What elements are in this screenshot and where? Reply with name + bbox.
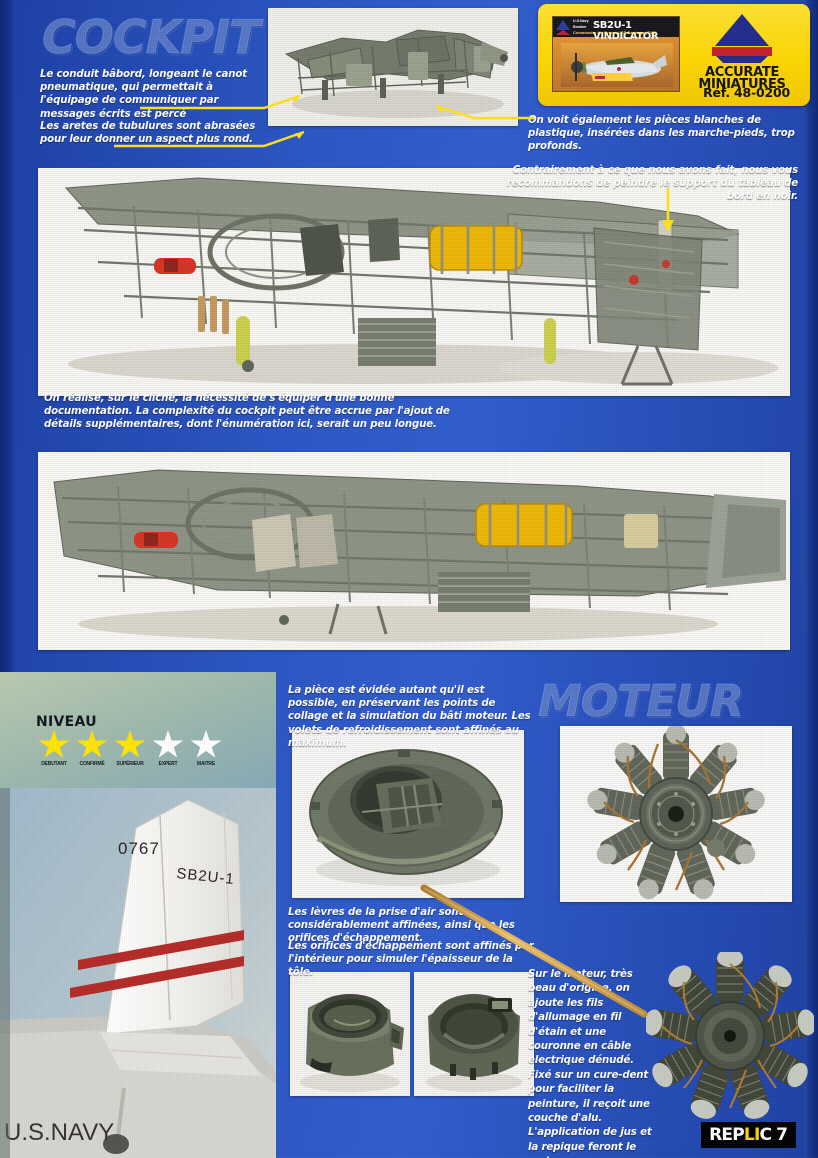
photo-radial-engine-art [560,726,792,902]
photo-aircraft-tail-art: 0767 SB2U-1 U.S.NAVY [0,788,276,1158]
photo-cockpit-second-art [38,452,790,650]
star-label: EXPERT [158,761,178,767]
star-label: DEBUTANT [41,761,67,767]
magazine-name: REPLIC [709,1125,772,1145]
star-rating-item: EXPERT [150,730,186,767]
boxart-logo-triangle-icon [556,20,570,30]
boxart-aircraft-illustration [561,43,673,87]
leader-line-caption-1 [140,94,301,110]
photo-cowl-ring-art [292,730,524,898]
photo-cowl-side-art [290,972,410,1096]
caption-tube-edges: Les aretes de tubulures sont abrasées po… [40,121,256,146]
star-label: CONFIRMÉ [79,761,105,767]
kit-box-panel: U.S.Navy Bomber SB2U-1 VINDICATOR Comman… [538,4,810,106]
boxart-title: SB2U-1 VINDICATOR [593,19,659,42]
caption-white-plastic-parts: On voit également les pièces blanches de… [528,115,795,153]
brand-name-line2: MINIATURES [698,77,786,92]
star-rating-item: MAITRE [188,730,224,767]
boxart-subtitle: Commander Air Group, USS Saratoga (CV3) [573,30,657,35]
caption-intake-lips: Les lèvres de la prise d'air sont consid… [288,907,515,945]
caption-instrument-panel-support: Contrairement à ce que nous avons fait, … [506,165,799,203]
leader-line-caption-3 [435,104,534,120]
star-rating-item: SUPÉRIEUR [112,730,148,767]
leader-line-caption-2 [114,130,305,148]
star-icon-filled [76,730,108,758]
boxart-logo-band-icon [556,30,570,35]
page-number: 7 [776,1125,788,1145]
svg-text:0767: 0767 [118,839,160,858]
star-label: SUPÉRIEUR [116,761,144,767]
svg-text:SB2U-1: SB2U-1 [176,865,236,888]
leader-arrow-instrument-panel [662,188,674,232]
caption-cowl-hollowing: La pièce est évidée autant qu'il est pos… [288,685,531,749]
photo-cowl-rear-art [414,972,534,1096]
svg-text:U.S.NAVY: U.S.NAVY [4,1119,114,1146]
brand-name-line1: ACCURATE [704,65,780,80]
section-title-cockpit: COCKPIT [41,10,260,65]
photo-wired-engine-art [644,949,816,1119]
photo-aircraft-tail: 0767 SB2U-1 U.S.NAVY [0,788,276,1158]
star-icon-filled [38,730,70,758]
logo-red-band-icon [712,47,772,56]
kit-boxart-thumbnail: U.S.Navy Bomber SB2U-1 VINDICATOR Comman… [552,16,680,92]
level-star-rating: DEBUTANT CONFIRMÉ SUPÉRIEUR EXPERT MAITR… [36,730,224,767]
caption-port-conduit: Le conduit bâbord, longeant le canot pne… [40,69,247,120]
logo-triangle-icon [715,14,769,46]
star-icon-filled [114,730,146,758]
photo-cowl-side-view [290,972,410,1096]
caption-documentation: On réalise, sur le cliché, la nécessité … [44,393,450,431]
logo-blue-band-icon [716,56,768,63]
star-rating-item: CONFIRMÉ [74,730,110,767]
toothpick-stick [420,884,648,1018]
level-heading: NIVEAU [36,714,97,730]
photo-wired-engine [644,949,816,1132]
magazine-footer-logo: REPLIC 7 [701,1122,796,1148]
photo-cockpit-main-art [38,168,790,396]
star-rating-item: DEBUTANT [36,730,72,767]
star-icon-empty [190,730,222,758]
accurate-miniatures-logo: ACCURATE MINIATURES [690,14,794,92]
page-right-edge [804,0,818,1158]
section-title-moteur: MOTEUR [538,676,745,728]
star-icon-empty [152,730,184,758]
kit-reference-number: Réf. 48-0200 [703,85,790,100]
star-label: MAITRE [197,761,215,767]
boxart-label-bomber: Bomber [573,25,587,29]
boxart-label-navy: U.S.Navy [573,19,589,23]
boxart-title-bar: U.S.Navy Bomber SB2U-1 VINDICATOR Comman… [553,17,679,42]
photo-cockpit-main-right [38,452,790,650]
caption-exhaust-openings: Les orifices d'échappement sont affinés … [288,941,534,979]
